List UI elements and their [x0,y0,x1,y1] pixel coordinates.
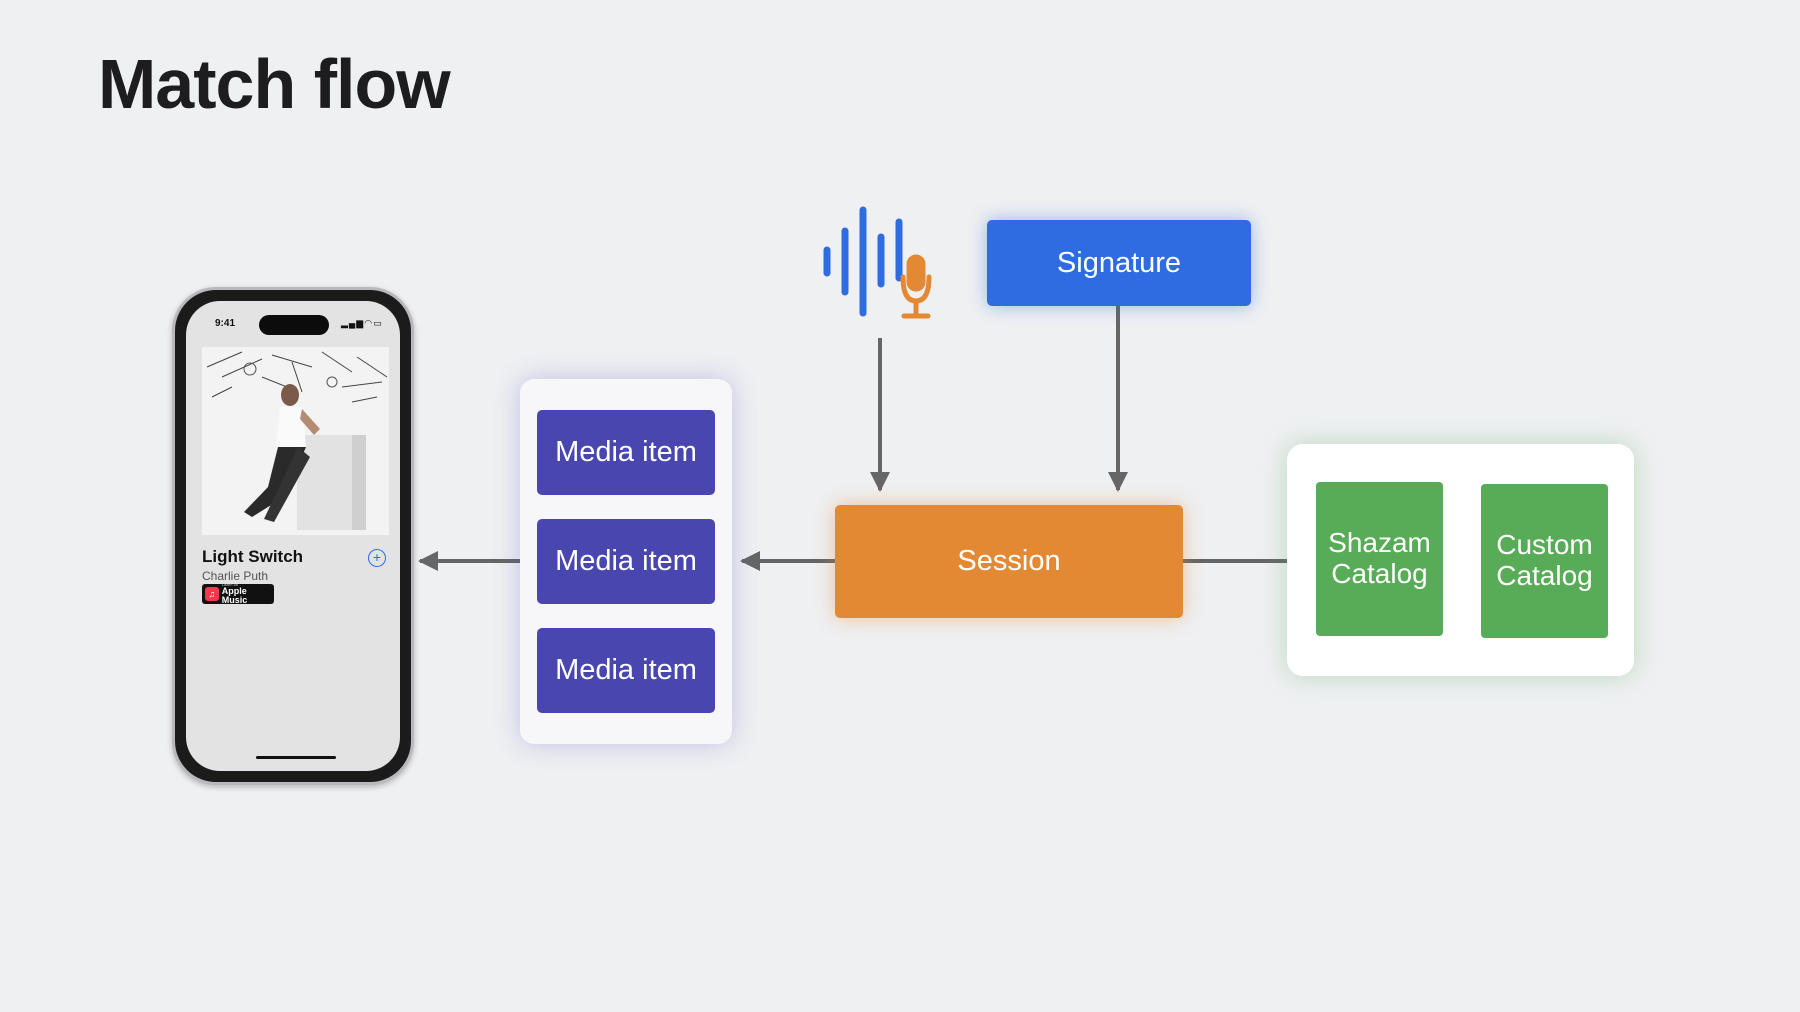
shazam-catalog-node: Shazam Catalog [1316,482,1443,636]
battery-icon: ▭ [373,318,383,328]
badge-caption: Listen on [221,582,239,587]
home-indicator [256,756,336,759]
apple-music-badge[interactable]: ♫ Listen on Apple Music [202,582,274,605]
dynamic-island [259,315,329,335]
badge-service: Apple Music [221,586,248,605]
wifi-icon: ◠ [364,318,374,328]
signature-node: Signature [987,220,1251,306]
album-artwork [202,347,389,535]
page-title: Match flow [98,45,451,123]
media-item-node: Media item [537,519,715,604]
album-artwork-image [202,347,389,535]
song-title: Light Switch [202,547,304,566]
session-node: Session [835,505,1183,618]
signal-icon: ▂▄▆ [341,318,365,328]
plus-circle-icon[interactable]: + [368,549,386,567]
status-icons: ▂▄▆◠▭ [341,318,383,329]
song-artist: Charlie Puth [202,569,269,583]
waveform-microphone-icon [823,206,932,319]
phone-screen: 9:41 ▂▄▆◠▭ Light Switch + Charlie Puth [186,301,400,771]
media-item-node: Media item [537,628,715,713]
status-time: 9:41 [215,318,236,329]
media-item-node: Media item [537,410,715,495]
phone-mockup: 9:41 ▂▄▆◠▭ Light Switch + Charlie Puth [172,287,414,785]
apple-music-icon: ♫ [205,587,219,601]
custom-catalog-node: Custom Catalog [1481,484,1608,638]
